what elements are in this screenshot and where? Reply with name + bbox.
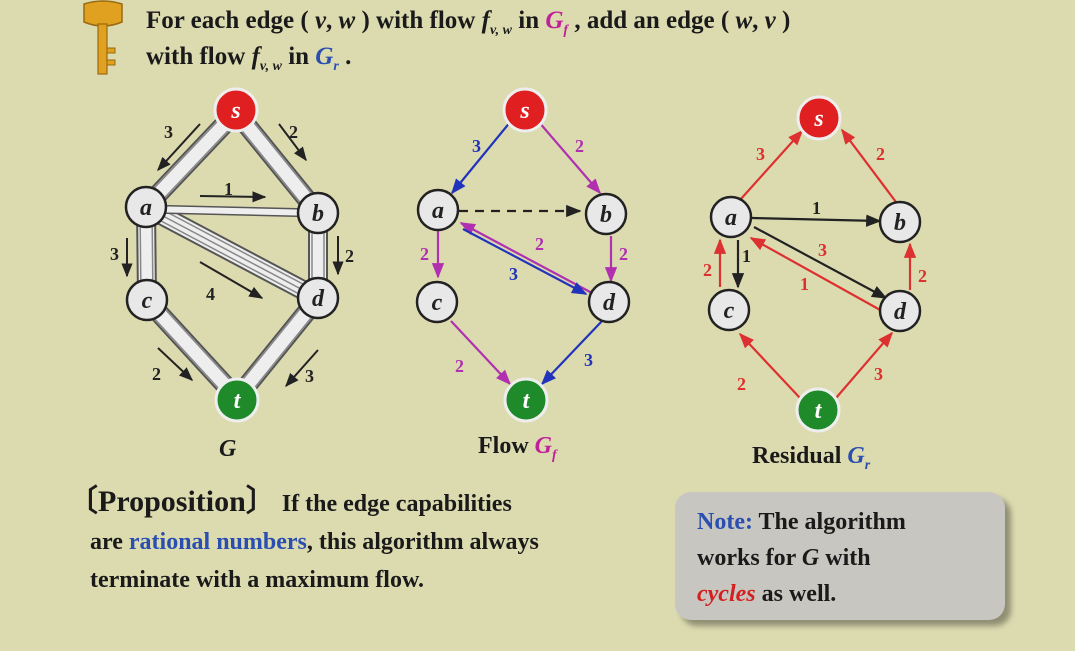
svg-text:a: a xyxy=(725,205,737,231)
residual-node-s: s xyxy=(796,95,842,141)
svg-text:s: s xyxy=(813,106,823,132)
g-label-bd: 2 xyxy=(345,246,354,266)
residual-label-db: 2 xyxy=(918,266,927,286)
g-node-d: d xyxy=(296,276,340,320)
flow-label-ac: 2 xyxy=(420,244,429,264)
residual-label-ad: 3 xyxy=(818,240,827,260)
g-label-sb: 2 xyxy=(289,122,298,142)
rational-numbers-highlight: rational numbers xyxy=(128,529,307,555)
graph-residual: 3 2 1 2 1 3 1 2 2 3 s a b c d t xyxy=(703,95,927,433)
g-label-sa: 3 xyxy=(164,122,173,142)
residual-node-t: t xyxy=(795,387,841,433)
flow-edges xyxy=(431,120,618,386)
svg-text:s: s xyxy=(519,98,529,124)
note-label: Note: xyxy=(697,509,753,535)
svg-text:t: t xyxy=(815,398,823,424)
note-box: Note: The algorithm works for G with cyc… xyxy=(675,492,1005,620)
note-line-3: cycles as well. xyxy=(697,581,837,607)
header-line-2: with flow fv, w in Gr . xyxy=(146,43,352,74)
flow-label-ad-bottom: 3 xyxy=(509,264,518,284)
residual-nodes: s a b c d t xyxy=(707,95,922,433)
flow-node-d: d xyxy=(587,280,631,324)
note-line-1: Note: The algorithm xyxy=(697,509,906,535)
svg-text:d: d xyxy=(603,290,616,316)
svg-text:t: t xyxy=(523,388,531,414)
graph-flow: 3 2 2 2 3 2 2 3 s a b c d t xyxy=(415,87,631,423)
svg-text:a: a xyxy=(140,195,152,221)
svg-text:d: d xyxy=(894,299,907,325)
residual-label-ca: 2 xyxy=(703,260,712,280)
residual-label-ab: 1 xyxy=(812,198,821,218)
residual-node-b: b xyxy=(878,200,922,244)
svg-text:c: c xyxy=(724,298,735,324)
caption-residual: Residual Gr xyxy=(752,443,871,473)
svg-text:b: b xyxy=(312,201,324,227)
g-label-ab: 1 xyxy=(224,179,233,199)
svg-text:b: b xyxy=(600,202,612,228)
g-label-ac: 3 xyxy=(110,244,119,264)
cycles-highlight: cycles xyxy=(697,581,756,607)
g-label-ct: 2 xyxy=(152,364,161,384)
caption-flow: Flow Gf xyxy=(478,433,557,463)
proposition-line-3: terminate with a maximum flow. xyxy=(90,567,424,593)
residual-node-c: c xyxy=(707,288,751,332)
residual-label-tc: 2 xyxy=(737,374,746,394)
flow-label-sb: 2 xyxy=(575,136,584,156)
svg-text:b: b xyxy=(894,210,906,236)
svg-text:t: t xyxy=(234,388,242,414)
proposition: 〔Proposition〕 If the edge capabilities a… xyxy=(68,483,668,599)
flow-label-ct: 2 xyxy=(455,356,464,376)
g-node-c: c xyxy=(125,278,169,322)
flow-label-bd: 2 xyxy=(619,244,628,264)
note-line-2: works for G with xyxy=(697,545,871,571)
flow-node-s: s xyxy=(502,87,548,133)
g-node-t: t xyxy=(214,377,260,423)
proposition-title: 〔Proposition〕 xyxy=(68,485,276,518)
g-nodes: s a b c d t xyxy=(124,87,340,423)
residual-label-as: 3 xyxy=(756,144,765,164)
proposition-line-1: 〔Proposition〕 If the edge capabilities xyxy=(68,485,512,518)
svg-text:d: d xyxy=(312,286,325,312)
residual-node-d: d xyxy=(878,289,922,333)
residual-edges xyxy=(713,128,917,399)
g-flow-arrows xyxy=(121,123,344,388)
flow-node-a: a xyxy=(416,188,460,232)
svg-text:c: c xyxy=(432,290,443,316)
residual-label-ac: 1 xyxy=(742,246,751,266)
residual-node-a: a xyxy=(709,195,753,239)
caption-G: G xyxy=(219,436,237,462)
flow-label-sa: 3 xyxy=(472,136,481,156)
graphs-diagram: 3 2 1 3 2 4 2 3 s a b c d t xyxy=(110,87,927,433)
g-node-s: s xyxy=(213,87,259,133)
flow-label-dt: 3 xyxy=(584,350,593,370)
g-label-ad: 4 xyxy=(206,284,215,304)
residual-label-bs: 2 xyxy=(876,144,885,164)
g-label-dt: 3 xyxy=(305,366,314,386)
flow-label-ad-top: 2 xyxy=(535,234,544,254)
graph-G: 3 2 1 3 2 4 2 3 s a b c d t xyxy=(110,87,354,423)
g-node-a: a xyxy=(124,185,168,229)
proposition-line-2: are rational numbers, this algorithm alw… xyxy=(90,529,539,555)
residual-label-da: 1 xyxy=(800,274,809,294)
svg-text:a: a xyxy=(432,198,444,224)
header-line-1: For each edge ( v, w ) with flow fv, w i… xyxy=(146,7,791,38)
svg-text:c: c xyxy=(142,288,153,314)
g-node-b: b xyxy=(296,191,340,235)
flow-node-t: t xyxy=(503,377,549,423)
svg-text:s: s xyxy=(230,98,240,124)
flow-node-b: b xyxy=(584,192,628,236)
flow-node-c: c xyxy=(415,280,459,324)
residual-label-td: 3 xyxy=(874,364,883,384)
flow-nodes: s a b c d t xyxy=(415,87,631,423)
key-icon xyxy=(83,0,123,75)
